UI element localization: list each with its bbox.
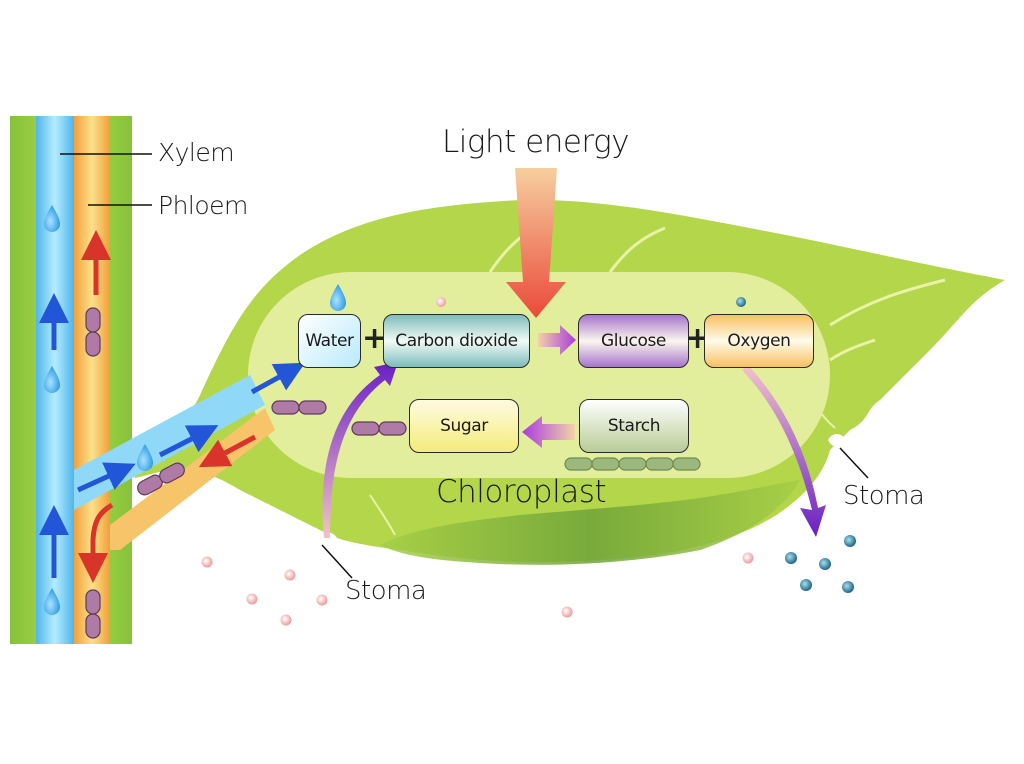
water-drops [44,205,346,615]
starch-molecule [591,457,620,471]
sugar-arrow-down [78,502,114,583]
sugar-flow-arrows [78,230,257,583]
co2-particle [561,606,573,618]
leaf-vein [829,278,946,327]
stoma-left-label: Stoma [345,576,427,606]
co2-particle [742,552,754,564]
water-box: Water [298,314,361,368]
stoma-right-leader-line [839,447,869,479]
oxygen-release-arrow [742,365,826,537]
sugar-molecule [298,400,327,415]
starch-molecule [564,457,593,471]
sugar-molecule [85,331,101,357]
co2-particle [201,556,213,568]
starch-molecule [672,457,701,471]
sugar-molecule [159,462,185,484]
water-drop-icon [44,205,60,232]
stoma-left-opening [318,532,338,548]
starch-molecule [618,457,647,471]
light-energy-arrow [506,168,566,318]
water-drop-icon [44,366,60,393]
leaf-vein [369,494,396,536]
co2-particle [316,594,328,606]
phloem-label: Phloem [158,191,248,220]
phloem-branch [110,408,275,550]
oxygen-particle [785,552,797,564]
chloroplast-label: Chloroplast [436,474,607,510]
sugar-molecules [85,307,407,639]
water-drop-icon [137,444,153,471]
sugar-molecule [85,613,101,639]
sugar-box: Sugar [409,399,519,453]
sugar-molecule [85,307,101,333]
starch-to-sugar-arrow [522,416,575,448]
oxygen-particle [844,535,856,547]
plus-sign-reactants: + [362,321,388,356]
starch-molecules [564,457,701,471]
leaf-vein [829,338,876,362]
oxygen-particle [800,579,812,591]
sugar-molecule [85,589,101,615]
oxygen-box: Oxygen [704,314,814,368]
stoma-right-opening [828,434,845,447]
water-drop-icon [330,284,346,311]
oxygen-particle [819,558,831,570]
stoma-left-leader-line [321,544,353,579]
sugar-arrow-out-of-leaf [198,434,257,468]
water-arrow-into-chloroplast [250,362,306,395]
leaf-underside [380,480,800,565]
reaction-arrow [538,325,576,355]
carbon-dioxide-box: Carbon dioxide [383,314,530,368]
water-arrow-branch [158,425,219,458]
water-arrow-branch [76,462,136,493]
co2-particles [201,297,754,626]
water-flow-arrows [39,293,306,578]
oxygen-particles [736,297,856,593]
co2-particle [280,614,292,626]
oxygen-particle [842,581,854,593]
co2-particle [436,297,446,307]
oxygen-particle [736,297,746,307]
xylem-label: Xylem [158,138,235,167]
sugar-molecule [271,400,300,415]
water-drop-icon [44,588,60,615]
starch-box: Starch [579,399,689,453]
glucose-box: Glucose [578,314,689,368]
leaf-vein [608,226,666,273]
sugar-molecule [351,421,380,436]
light-energy-label: Light energy [442,124,630,160]
co2-particle [246,593,258,605]
starch-molecule [645,457,674,471]
co2-particle [284,569,296,581]
sugar-molecule [378,421,407,436]
stoma-right-label: Stoma [843,481,925,511]
co2-intake-arrow [322,362,398,538]
